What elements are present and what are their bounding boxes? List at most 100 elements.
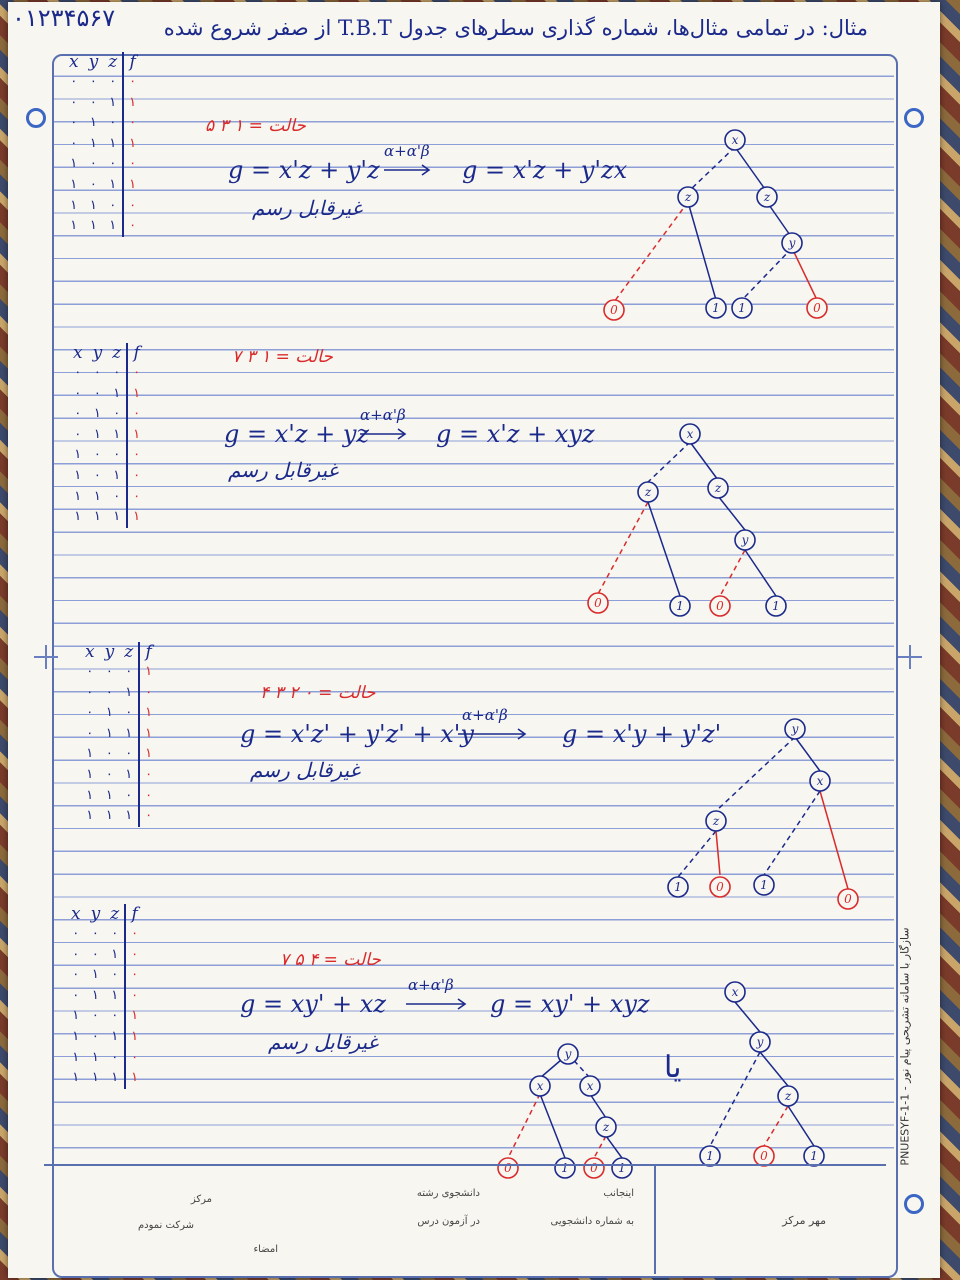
transform-label: α+α'β	[384, 142, 430, 160]
input-cell: ۱	[72, 1028, 80, 1044]
page-header: مثال: در تمامی مثال‌ها، شماره گذاری سطره…	[163, 16, 868, 40]
arrow-icon	[360, 428, 407, 440]
tree-node-label: 1	[738, 301, 746, 315]
tree-node-label: z	[714, 481, 722, 495]
ruled-lines	[54, 54, 894, 1164]
input-cell: ۰	[125, 664, 133, 679]
input-cell: ۱	[89, 115, 97, 131]
equation-left: g = x'z + y'z	[228, 156, 380, 184]
input-cell: ۱	[70, 156, 78, 172]
output-cell: ۰	[138, 806, 158, 827]
registration-mark-icon	[34, 645, 58, 669]
input-cell: ۰	[125, 705, 133, 721]
tree-node: z	[637, 481, 659, 503]
applicant-label: اینجانب	[603, 1188, 634, 1199]
col-y: y	[90, 904, 101, 924]
tree-node-label: 1	[674, 880, 682, 894]
output-cell: ۱	[124, 1006, 144, 1027]
binder-hole-icon	[904, 1194, 924, 1214]
tree-node-label: 1	[772, 599, 780, 613]
input-cell: ۱	[105, 787, 113, 803]
cases-label: حالت = ۴ ۵ ۷	[280, 950, 381, 970]
output-cell: ۰	[126, 445, 146, 466]
tree-node-label: 1	[676, 599, 684, 613]
tree-node: x	[679, 423, 701, 445]
input-cell: ۰	[89, 176, 97, 192]
equation-right: g = x'z + xyz	[436, 420, 595, 448]
input-cell: ۱	[125, 766, 133, 782]
signature-label: امضاء	[253, 1244, 278, 1255]
output-cell: ۰	[122, 113, 142, 134]
tree-node-label: z	[602, 1120, 610, 1134]
input-cell: ۱	[89, 135, 97, 151]
input-cell: ۰	[70, 135, 78, 151]
input-cell: ۱	[86, 808, 94, 824]
tree-node: 0	[709, 595, 731, 617]
tree-node: 1	[803, 1145, 825, 1167]
input-cell: ۰	[72, 967, 80, 983]
tree-node: 0	[603, 299, 625, 321]
tree-node-label: y	[756, 1035, 764, 1049]
not-drawable-note: غیرقابل رسم	[268, 1030, 378, 1054]
tree-node-label: 1	[618, 1161, 626, 1175]
output-cell: ۰	[138, 764, 158, 786]
input-cell: ۰	[74, 406, 82, 422]
transform-label: α+α'β	[360, 406, 406, 424]
tree-node: x	[579, 1075, 601, 1097]
input-cell: ۱	[93, 426, 101, 442]
input-cell: ۱	[111, 1028, 119, 1044]
tree-node-label: 1	[706, 1149, 714, 1163]
tree-node: z	[777, 1085, 799, 1107]
tree-node: z	[756, 186, 778, 208]
tree-node-label: x	[817, 774, 824, 788]
student-field-label: دانشجوی رشته	[416, 1188, 480, 1199]
tree-node: 0	[806, 297, 828, 319]
input-cell: ۱	[93, 406, 101, 422]
col-y: y	[104, 642, 115, 662]
tree-node: z	[707, 477, 729, 499]
input-cell: ۰	[70, 74, 78, 89]
arrow-icon	[458, 728, 527, 740]
input-cell: ۱	[86, 787, 94, 803]
col-y: y	[92, 343, 103, 363]
tree-node-label: 1	[561, 1161, 569, 1175]
input-cell: ۰	[105, 766, 113, 782]
tree-node: 1	[765, 595, 787, 617]
input-cell: ۱	[109, 218, 117, 234]
footer-divider	[654, 1166, 656, 1274]
side-code: PNUESYF-1-1 - سازگار با سامانه تشریحی پی…	[895, 927, 915, 1170]
input-cell: ۰	[89, 156, 97, 172]
cases-label: حالت = ۱ ۳ ۷	[232, 347, 333, 367]
transform-label: α+α'β	[462, 706, 508, 724]
tree-node-label: 1	[810, 1149, 818, 1163]
input-cell: ۰	[93, 447, 101, 463]
col-f: f	[122, 52, 142, 72]
output-cell: ۰	[122, 216, 142, 237]
col-x: x	[73, 343, 83, 363]
col-z: z	[108, 52, 118, 72]
input-cell: ۰	[72, 987, 80, 1003]
input-cell: ۰	[86, 664, 94, 679]
input-cell: ۱	[72, 1008, 80, 1024]
not-drawable-note: غیرقابل رسم	[252, 196, 362, 220]
not-drawable-note: غیرقابل رسم	[228, 458, 338, 482]
equation-right: g = x'z + y'zx	[462, 156, 628, 184]
input-cell: ۱	[89, 218, 97, 234]
tree-node: 1	[705, 297, 727, 319]
binder-hole-icon	[904, 108, 924, 128]
col-z: z	[110, 904, 120, 924]
input-cell: ۱	[91, 987, 99, 1003]
input-cell: ۱	[74, 447, 82, 463]
input-cell: ۰	[93, 365, 101, 380]
